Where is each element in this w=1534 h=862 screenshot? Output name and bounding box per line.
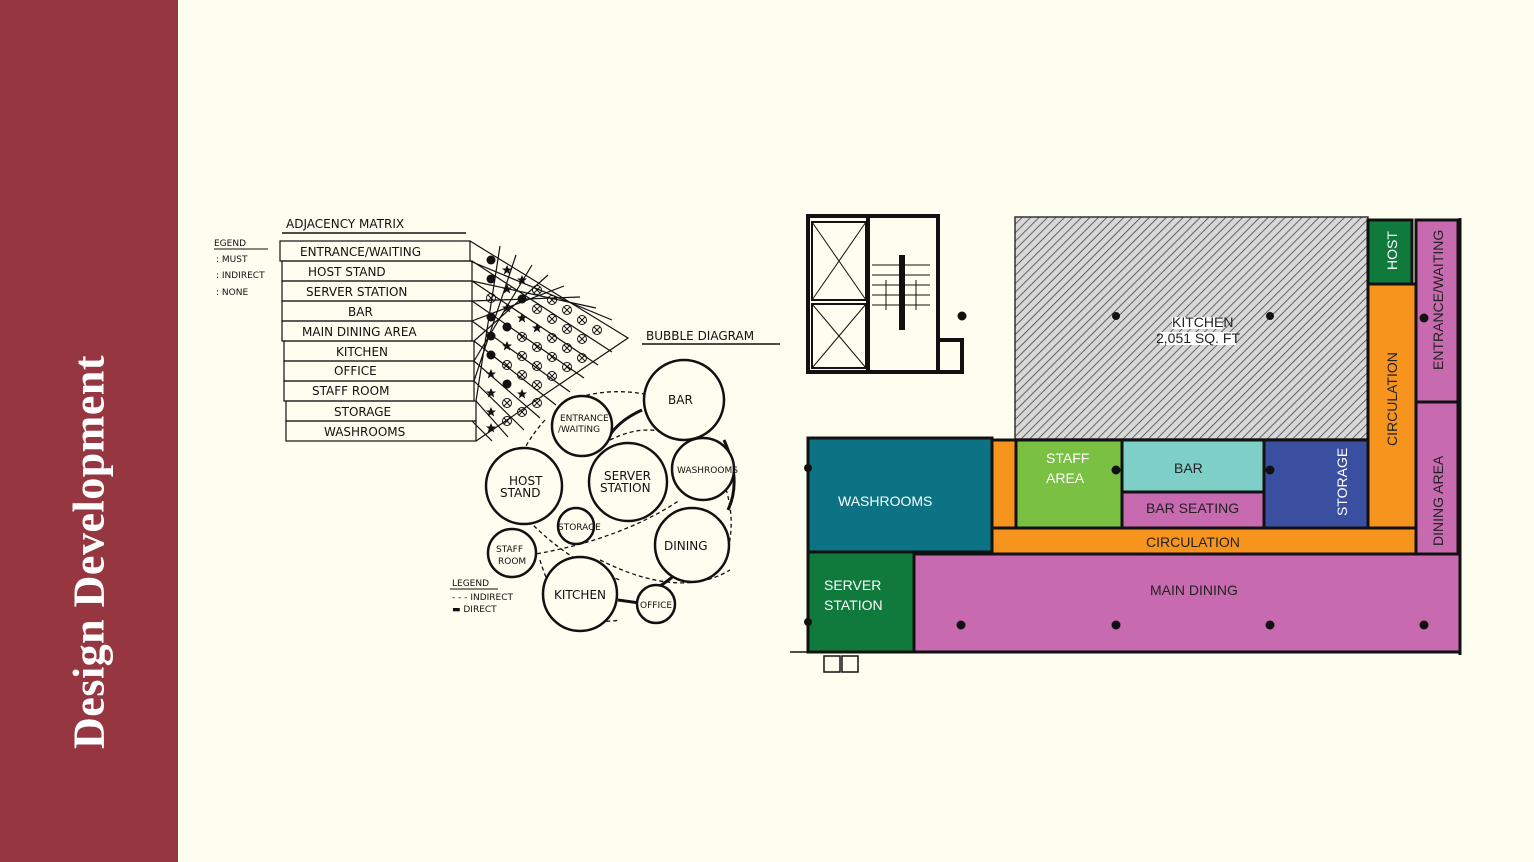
bubble-label: STAFF <box>496 545 523 555</box>
plan-label-main-dining: MAIN DINING <box>1150 582 1238 598</box>
bubble-label: ROOM <box>498 557 526 567</box>
room-circulation-left <box>990 438 1018 542</box>
matrix-legend-title: EGEND <box>214 239 246 249</box>
matrix-row-label: HOST STAND <box>308 265 386 279</box>
bubble-legend-title: LEGEND <box>452 579 489 589</box>
room-host <box>1366 218 1414 286</box>
bubble-legend-item: - - - INDIRECT <box>452 593 514 603</box>
plan-label-staff: STAFF <box>1046 450 1089 466</box>
plan-label-entrance: ENTRANCE/WAITING <box>1430 230 1446 370</box>
matrix-row-label: MAIN DINING AREA <box>302 325 417 339</box>
matrix-row-label: ENTRANCE/WAITING <box>300 245 421 259</box>
matrix-row-label: STAFF ROOM <box>312 384 389 398</box>
stair-core <box>806 214 967 374</box>
bubble-label: ENTRANCE <box>560 414 609 424</box>
bubble-label: WASHROOMS <box>677 466 738 476</box>
matrix-title: ADJACENCY MATRIX <box>286 217 404 231</box>
bubble-legend-item: ▬ DIRECT <box>452 605 497 615</box>
matrix-row-label: OFFICE <box>334 364 377 378</box>
matrix-row-label: WASHROOMS <box>324 425 405 439</box>
matrix-legend-item: : MUST <box>216 255 248 265</box>
bubble-legend: LEGEND - - - INDIRECT ▬ DIRECT <box>450 579 514 615</box>
matrix-row-label: STORAGE <box>334 405 391 419</box>
matrix-legend-item: : NONE <box>216 288 248 298</box>
plan-label-staff-area: AREA <box>1046 470 1085 486</box>
sidebar: Design Development <box>0 0 178 862</box>
room-main-dining <box>912 552 1462 654</box>
bubble-label: HOST <box>509 474 543 488</box>
plan-label-circulation-horizontal: CIRCULATION <box>1146 534 1240 550</box>
bubble-label: KITCHEN <box>554 588 606 602</box>
matrix-row-label: SERVER STATION <box>306 285 407 299</box>
bubble-label: DINING <box>664 539 708 553</box>
room-storage <box>1262 438 1370 530</box>
plan-label-dining-area: DINING AREA <box>1430 455 1446 546</box>
plan-label-server-station: STATION <box>824 597 883 613</box>
matrix-row-label: BAR <box>348 305 373 319</box>
adjacency-matrix: ADJACENCY MATRIX EGEND : MUST : INDIRECT… <box>214 217 630 442</box>
plan-label-kitchen-area: 2,051 SQ. FT <box>1156 330 1240 346</box>
bubble-label: BAR <box>668 393 693 407</box>
plan-label-kitchen: KITCHEN <box>1172 314 1233 330</box>
bubble-diagram: BUBBLE DIAGRAM <box>450 329 780 633</box>
bubble-label: STAND <box>500 486 540 500</box>
matrix-legend-item: : INDIRECT <box>216 271 265 281</box>
plan-label-host: HOST <box>1384 231 1400 270</box>
bubble-label: OFFICE <box>640 601 672 611</box>
bubble-label: STORAGE <box>558 523 601 533</box>
plan-label-bar: BAR <box>1174 460 1203 476</box>
matrix-legend: EGEND : MUST : INDIRECT : NONE <box>214 239 268 298</box>
matrix-row-label: KITCHEN <box>336 345 388 359</box>
plan-label-server: SERVER <box>824 577 881 593</box>
bubble-label: STATION <box>600 481 651 495</box>
plan-label-bar-seating: BAR SEATING <box>1146 500 1239 516</box>
bubble-label: SERVER <box>604 469 651 483</box>
floor-plan: KITCHEN 2,051 SQ. FT HOST ENTR <box>790 214 1462 673</box>
bubble-label: /WAITING <box>558 425 600 435</box>
plan-label-storage: STORAGE <box>1334 448 1350 516</box>
plan-label-washrooms: WASHROOMS <box>838 493 932 509</box>
plan-label-circulation-vertical: CIRCULATION <box>1384 352 1400 446</box>
bubble-title: BUBBLE DIAGRAM <box>646 329 754 343</box>
